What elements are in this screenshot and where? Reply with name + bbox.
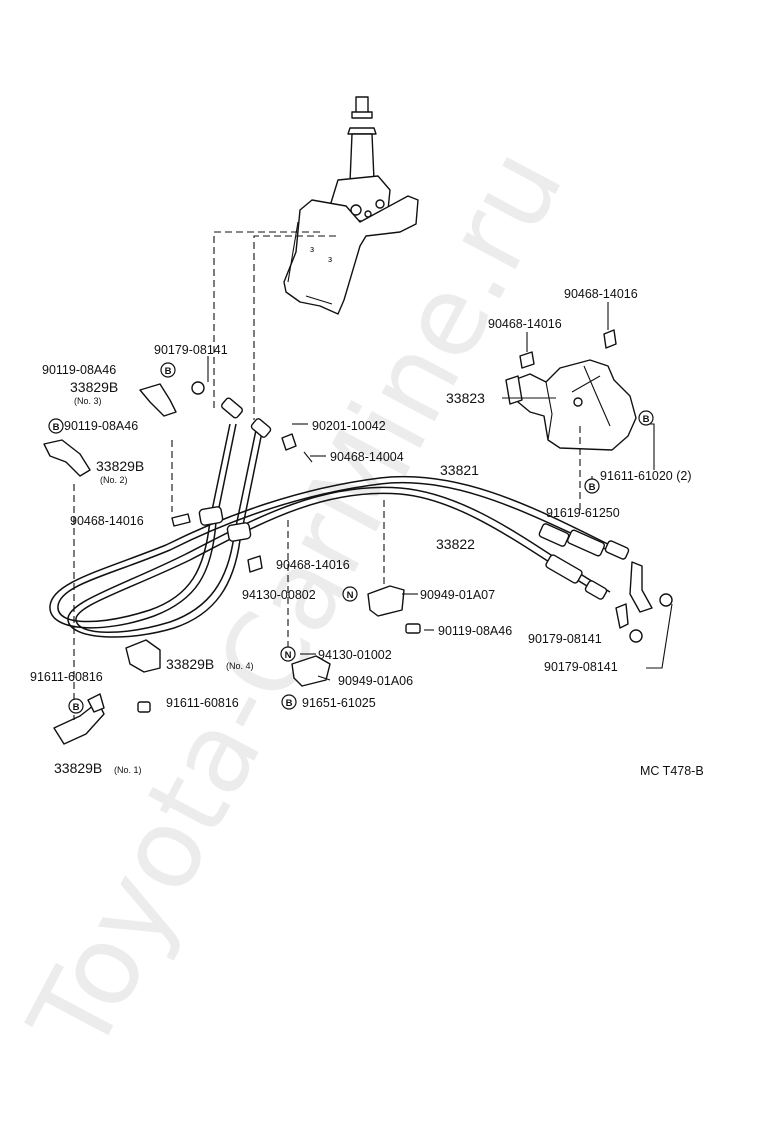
svg-text:B: B xyxy=(73,702,80,713)
guide-lever-right xyxy=(253,235,336,420)
part-label: 91611-60816 xyxy=(30,670,103,684)
part-label: 90201-10042 xyxy=(312,419,386,433)
part-label: 90119-08A46 xyxy=(438,624,512,638)
part-label: 33829B xyxy=(54,760,102,776)
part-label: 33829B xyxy=(96,458,144,474)
diagram-ref-code: MC T478-B xyxy=(640,764,704,778)
clamp-33829b-no4 xyxy=(125,639,161,673)
control-cables xyxy=(49,423,621,638)
svg-text:B: B xyxy=(589,482,596,493)
part-label: 90119-08A46 xyxy=(64,419,138,433)
clamp-33829b-no2 xyxy=(43,439,91,477)
part-label: 33823 xyxy=(446,390,485,406)
bolt-marker: B xyxy=(68,698,84,714)
bolt-marker: B xyxy=(638,410,654,426)
part-label: 90179-08141 xyxy=(544,660,618,674)
part-label: 90119-08A46 xyxy=(42,363,116,377)
svg-text:B: B xyxy=(53,422,60,433)
svg-text:N: N xyxy=(285,650,292,661)
part-label-suffix: (No. 4) xyxy=(226,661,254,671)
part-label: 90468-14016 xyxy=(70,514,144,528)
part-label: 33822 xyxy=(436,536,475,552)
guide-lever-left xyxy=(213,231,320,410)
svg-text:B: B xyxy=(165,366,172,377)
part-label: 90468-14016 xyxy=(276,558,350,572)
part-label-suffix: (No. 2) xyxy=(100,475,128,485)
part-label: 33829B xyxy=(166,656,214,672)
part-label: 91619-61250 xyxy=(546,506,620,520)
part-label: 91611-60816 xyxy=(166,696,239,710)
part-label: 90179-08141 xyxy=(154,343,228,357)
svg-text:B: B xyxy=(286,698,293,709)
bolt-marker: B xyxy=(584,478,600,494)
svg-text:з: з xyxy=(310,244,314,254)
bolt-marker: B xyxy=(48,418,64,434)
part-label: 90179-08141 xyxy=(528,632,602,646)
part-label: 90949-01A07 xyxy=(420,588,495,602)
part-label: 90468-14004 xyxy=(330,450,404,464)
part-label: 91651-61025 xyxy=(302,696,376,710)
bolt-marker: B xyxy=(281,694,297,710)
part-label: 33821 xyxy=(440,462,479,478)
clamp-33829b-no1 xyxy=(53,701,105,745)
part-label: 91611-61020 (2) xyxy=(600,469,692,483)
shift-lever-assembly: з з xyxy=(283,96,419,315)
svg-text:з: з xyxy=(328,254,332,264)
clip-90468-14016-a xyxy=(519,351,535,369)
part-label: 33829B xyxy=(70,379,118,395)
cable-bracket-33823 xyxy=(505,359,637,451)
bolt-marker: B xyxy=(160,362,176,378)
part-label-suffix: (No. 1) xyxy=(114,765,142,775)
clip-90468-14016-b xyxy=(603,329,617,349)
clamp-33829b-no3 xyxy=(139,383,177,417)
svg-text:N: N xyxy=(347,590,354,601)
svg-text:B: B xyxy=(643,414,650,425)
part-label: 90949-01A06 xyxy=(338,674,413,688)
part-label: 90468-14016 xyxy=(488,317,562,331)
part-label: 94130-00802 xyxy=(242,588,316,602)
nut-marker: N xyxy=(280,646,296,662)
nut-marker: N xyxy=(342,586,358,602)
part-label: 90468-14016 xyxy=(564,287,638,301)
part-label-suffix: (No. 3) xyxy=(74,396,102,406)
part-label: 94130-01002 xyxy=(318,648,392,662)
